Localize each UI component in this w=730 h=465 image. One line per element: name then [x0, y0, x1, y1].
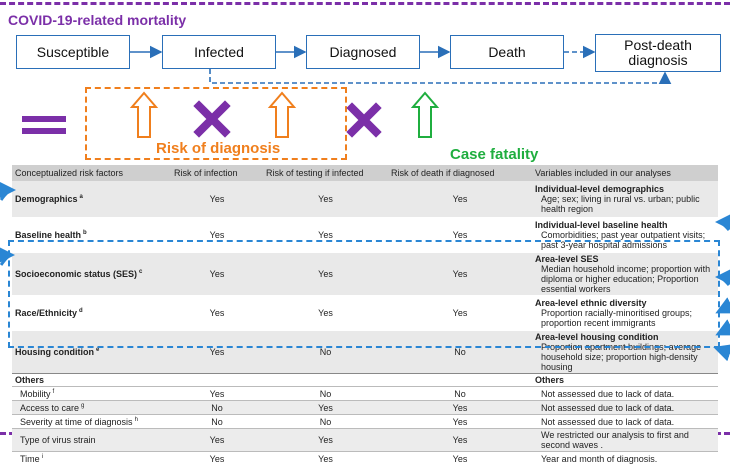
infection-cell: Yes: [171, 429, 263, 452]
death-cell: Yes: [388, 415, 532, 429]
testing-cell: No: [263, 415, 388, 429]
green-up-arrow-icon: [413, 93, 437, 137]
left-curved-arrow: [1, 190, 13, 200]
testing-cell: Yes: [263, 401, 388, 415]
orange-up-arrow-icon-2: [270, 93, 294, 137]
factor-name: Time: [20, 454, 40, 464]
right-curved-arrow-5: [716, 348, 729, 355]
purple-cross-icon: [199, 106, 225, 132]
testing-cell: No: [263, 387, 388, 401]
infection-cell: Yes: [171, 452, 263, 465]
right-curved-arrow-2: [718, 277, 729, 285]
orange-up-arrow-icon: [132, 93, 156, 137]
death-cell: Yes: [388, 401, 532, 415]
factor-name: Access to care: [20, 403, 79, 413]
right-curved-arrow-4: [718, 330, 729, 334]
left-curved-arrow-2: [1, 255, 12, 265]
others-label: Others: [12, 374, 171, 387]
testing-cell: Yes: [263, 429, 388, 452]
footnote-marker: f: [53, 389, 55, 395]
variables-cell: Not assessed due to lack of data.: [532, 401, 718, 415]
death-cell: Yes: [388, 429, 532, 452]
right-curved-arrow-1: [718, 222, 729, 230]
death-cell: No: [388, 387, 532, 401]
variables-cell: Year and month of diagnosis.: [532, 452, 718, 465]
factor-name: Type of virus strain: [20, 435, 96, 445]
infection-cell: Yes: [171, 387, 263, 401]
variables-cell: Not assessed due to lack of data.: [532, 387, 718, 401]
footnote-marker: g: [81, 403, 84, 409]
infection-cell: No: [171, 401, 263, 415]
empty-cell: [388, 374, 532, 387]
variables-cell: We restricted our analysis to first and …: [532, 429, 718, 452]
empty-cell: [171, 374, 263, 387]
right-curved-arrow-3: [718, 310, 729, 312]
infection-cell: No: [171, 415, 263, 429]
death-cell: Yes: [388, 452, 532, 465]
side-arrows: [0, 160, 730, 370]
others-row: Others Others: [12, 374, 718, 387]
arrow-infected-postdeath: [210, 69, 665, 83]
others-vars-label: Others: [532, 374, 718, 387]
factor-name: Mobility: [20, 389, 51, 399]
footnote-marker: h: [135, 417, 138, 423]
empty-cell: [263, 374, 388, 387]
variables-cell: Not assessed due to lack of data.: [532, 415, 718, 429]
factor-name: Severity at time of diagnosis: [20, 417, 133, 427]
purple-cross-icon-2: [352, 108, 376, 132]
factor-cell: Type of virus strain: [12, 429, 171, 452]
testing-cell: Yes: [263, 452, 388, 465]
footnote-marker: i: [42, 454, 43, 460]
risk-of-diagnosis-label: Risk of diagnosis: [156, 140, 280, 157]
diagram-icons: [0, 85, 470, 145]
